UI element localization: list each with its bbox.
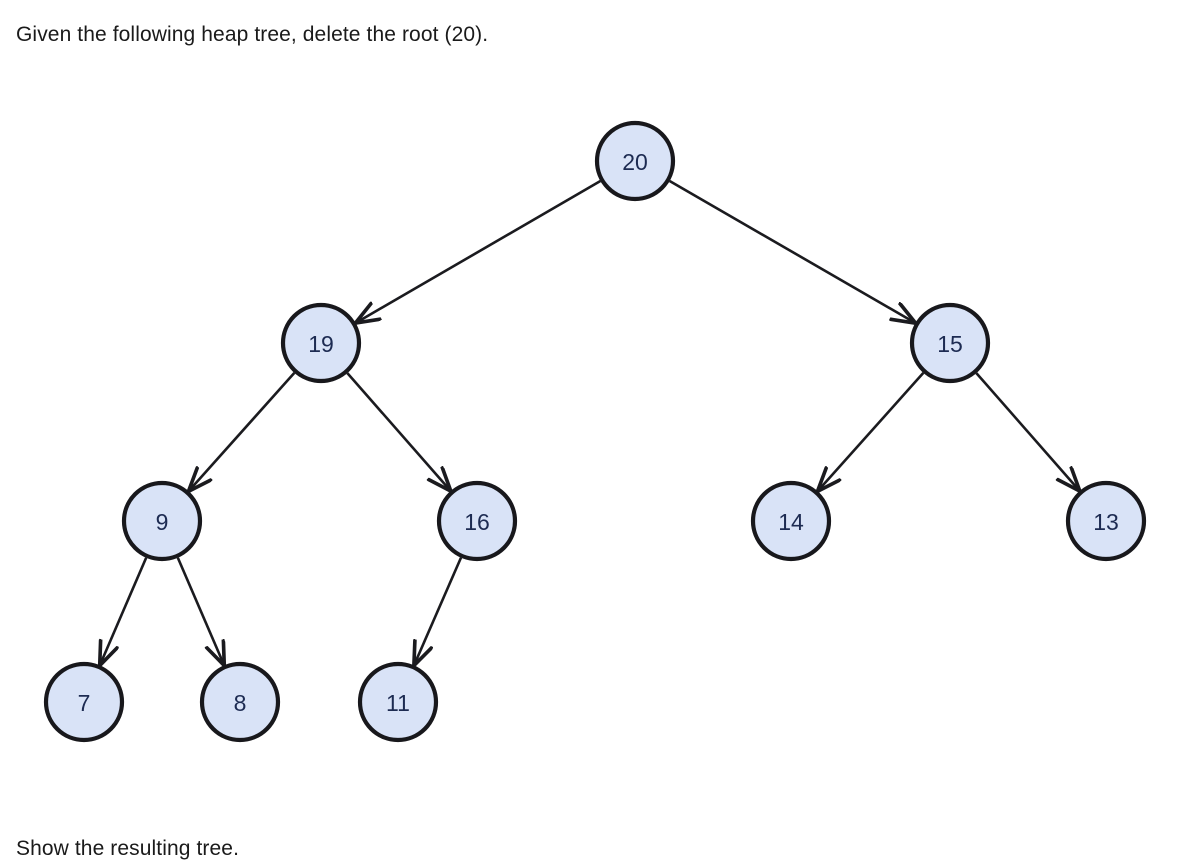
tree-edge-15-to-14: [818, 371, 925, 491]
node-label-13: 13: [1093, 509, 1119, 535]
question-text: Given the following heap tree, delete th…: [16, 23, 489, 46]
heap-tree-svg: 20 19 15 9 16 14 13 7 8 11: [43, 120, 1147, 743]
node-layer: 20 19 15 9 16 14 13 7 8 11: [43, 120, 1147, 743]
node-label-9: 9: [156, 509, 169, 535]
node-circle-15: [909, 302, 991, 384]
node-circle-16: [436, 480, 518, 562]
tree-edge-15-to-13: [975, 372, 1079, 490]
tree-edge-9-to-7: [100, 557, 148, 665]
node-label-16: 16: [464, 509, 490, 535]
node-circle-13: [1065, 480, 1147, 562]
instruction-text: Show the resulting tree.: [16, 837, 240, 860]
tree-node-11: 11: [357, 661, 439, 743]
tree-node-19: 19: [280, 302, 362, 384]
tree-node-7: 7: [43, 661, 125, 743]
node-label-7: 7: [78, 690, 91, 716]
node-label-8: 8: [234, 690, 247, 716]
node-circle-11: [357, 661, 439, 743]
node-label-20: 20: [622, 149, 648, 175]
tree-node-15: 15: [909, 302, 991, 384]
node-circle-9: [121, 480, 203, 562]
tree-edge-19-to-16: [346, 372, 450, 490]
node-label-14: 14: [778, 509, 804, 535]
tree-node-9: 9: [121, 480, 203, 562]
node-label-11: 11: [386, 690, 410, 716]
node-circle-19: [280, 302, 362, 384]
node-circle-14: [750, 480, 832, 562]
node-circle-7: [43, 661, 125, 743]
tree-node-8: 8: [199, 661, 281, 743]
tree-edge-20-to-15: [668, 179, 915, 322]
node-circle-8: [199, 661, 281, 743]
tree-node-16: 16: [436, 480, 518, 562]
node-circle-20: [594, 120, 676, 202]
edge-layer: [100, 179, 1079, 665]
tree-node-13: 13: [1065, 480, 1147, 562]
node-label-15: 15: [937, 331, 963, 357]
tree-node-20: 20: [594, 120, 676, 202]
heap-tree-diagram: 20 19 15 9 16 14 13 7 8 11: [0, 90, 1190, 790]
tree-edge-9-to-8: [176, 557, 224, 665]
tree-node-14: 14: [750, 480, 832, 562]
node-label-19: 19: [308, 331, 334, 357]
tree-edge-16-to-11: [414, 557, 463, 665]
tree-edge-19-to-9: [189, 371, 296, 491]
tree-edge-20-to-19: [356, 179, 602, 322]
